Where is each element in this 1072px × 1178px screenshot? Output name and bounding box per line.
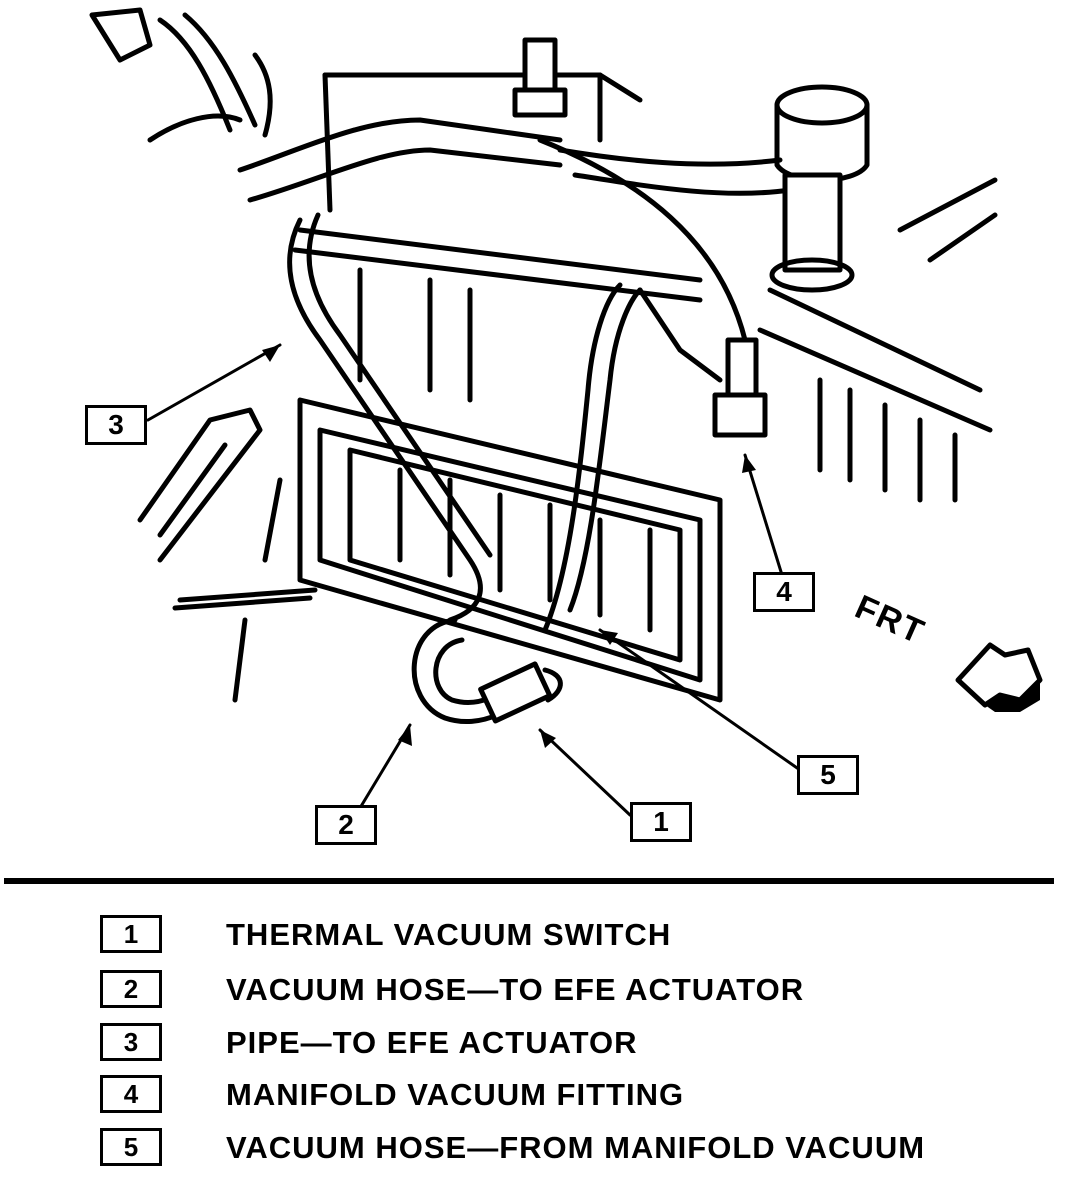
callout-1: 1: [630, 802, 692, 842]
legend-text: MANIFOLD VACUUM FITTING: [226, 1077, 685, 1112]
legend-text: VACUUM HOSE—FROM MANIFOLD VACUUM: [226, 1130, 926, 1165]
callout-2: 2: [315, 805, 377, 845]
engine-illustration: [89, 7, 1043, 817]
callout-3: 3: [85, 405, 147, 445]
legend-text: THERMAL VACUUM SWITCH: [226, 917, 672, 952]
legend-number: 4: [100, 1075, 162, 1113]
legend-number: 2: [100, 970, 162, 1008]
legend-text: VACUUM HOSE—TO EFE ACTUATOR: [226, 972, 805, 1007]
legend-item: 4 MANIFOLD VACUUM FITTING: [0, 1075, 1072, 1125]
front-arrow-icon: [955, 642, 1043, 712]
legend-item: 1 THERMAL VACUUM SWITCH: [0, 915, 1072, 965]
divider: [4, 878, 1054, 884]
legend-number: 5: [100, 1128, 162, 1166]
legend-item: 5 VACUUM HOSE—FROM MANIFOLD VACUUM: [0, 1128, 1072, 1178]
callout-5: 5: [797, 755, 859, 795]
legend-number: 1: [100, 915, 162, 953]
legend-item: 2 VACUUM HOSE—TO EFE ACTUATOR: [0, 970, 1072, 1020]
legend-text: PIPE—TO EFE ACTUATOR: [226, 1025, 638, 1060]
legend-number: 3: [100, 1023, 162, 1061]
callout-4: 4: [753, 572, 815, 612]
legend-item: 3 PIPE—TO EFE ACTUATOR: [0, 1023, 1072, 1073]
